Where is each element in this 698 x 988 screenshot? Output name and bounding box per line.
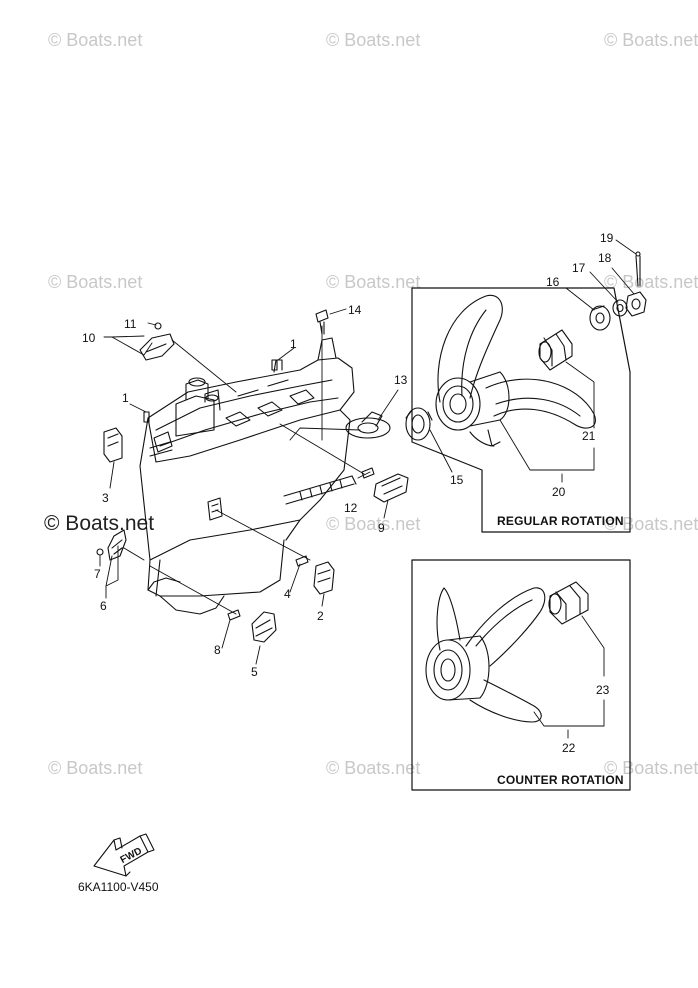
callout: 17	[572, 261, 586, 275]
propeller-counter	[425, 587, 546, 723]
spacer-21	[538, 329, 573, 371]
callout: 1	[122, 391, 129, 405]
small-parts	[96, 309, 433, 643]
watermark: © Boats.net	[604, 758, 698, 778]
callout: 9	[378, 521, 385, 535]
diagram-code: 6KA1100-V450	[78, 880, 159, 894]
regular-rotation-box	[411, 239, 647, 533]
watermark: © Boats.net	[604, 30, 698, 50]
callout: 7	[94, 567, 101, 581]
callout: 3	[102, 491, 109, 505]
watermark: © Boats.net	[326, 30, 421, 50]
fwd-arrow-icon	[93, 833, 155, 877]
watermark: © Boats.net	[48, 758, 143, 778]
counter-rotation-caption: COUNTER ROTATION	[497, 773, 624, 787]
callout: 20	[552, 485, 566, 499]
callout: 4	[284, 587, 291, 601]
watermark: © Boats.net	[326, 514, 421, 534]
watermark: © Boats.net	[44, 512, 155, 535]
counter-rotation-box	[411, 559, 631, 791]
callout: 11	[124, 317, 137, 331]
watermark: © Boats.net	[326, 758, 421, 778]
spacer-23	[548, 581, 589, 625]
callout: 5	[251, 665, 258, 679]
callout: 14	[348, 303, 362, 317]
callout: 12	[344, 501, 358, 515]
callout: 21	[582, 429, 596, 443]
propeller-regular	[435, 294, 596, 447]
callout: 18	[598, 251, 612, 265]
callout: 15	[450, 473, 464, 487]
watermark: © Boats.net	[326, 272, 421, 292]
callout: 13	[394, 373, 408, 387]
regular-rotation-caption: REGULAR ROTATION	[497, 514, 624, 528]
watermark: © Boats.net	[604, 514, 698, 534]
callout: 10	[82, 331, 96, 345]
callout: 1	[290, 337, 297, 351]
watermark: © Boats.net	[48, 30, 143, 50]
callout: 19	[600, 231, 614, 245]
watermark: © Boats.net	[48, 272, 143, 292]
callout: 22	[562, 741, 576, 755]
callout-numbers: 1 1 2 3 4 5 6 7 8 9 10 11 12 13 14 15 16…	[82, 231, 614, 755]
lower-casing	[139, 337, 357, 615]
callout: 8	[214, 643, 221, 657]
callout: 23	[596, 683, 610, 697]
callout: 6	[100, 599, 107, 613]
callout: 2	[317, 609, 324, 623]
callout: 16	[546, 275, 560, 289]
